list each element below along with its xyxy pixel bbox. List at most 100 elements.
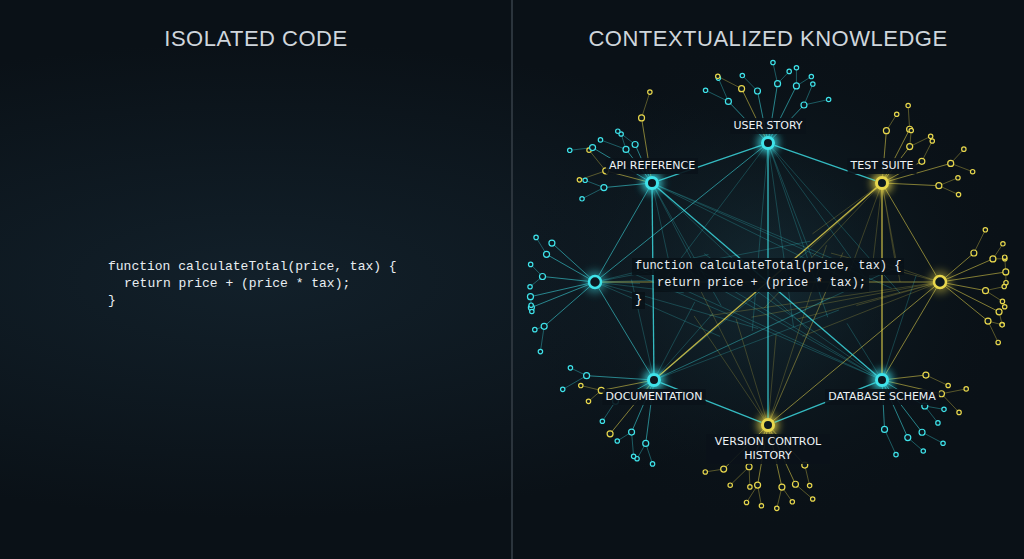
branch-line xyxy=(752,143,768,331)
hub-node: DOCUMENTATION xyxy=(647,373,661,387)
leaf-dot xyxy=(990,256,996,262)
code-line: return price + (price * tax); xyxy=(124,275,350,292)
leaf-dot xyxy=(561,387,565,391)
branch-line xyxy=(804,99,829,105)
leaf-dot xyxy=(779,484,785,490)
leaf-dot xyxy=(882,426,888,432)
leaf-dot xyxy=(746,464,752,470)
hub-node: DATABASE SCHEMA xyxy=(875,373,889,387)
leaf-dot xyxy=(1001,242,1005,246)
branch-line xyxy=(730,467,749,485)
leaf-dot xyxy=(895,112,899,116)
branch-line xyxy=(632,432,634,456)
glow-halo xyxy=(518,32,1018,532)
leaf-dot xyxy=(938,391,944,397)
hub-node: TEST SUITE xyxy=(875,176,889,190)
leaf-dot xyxy=(996,309,1002,315)
leaf-dot xyxy=(754,88,760,94)
network-link xyxy=(881,190,882,373)
branch-line xyxy=(652,183,807,329)
leaf-dot xyxy=(996,340,1000,344)
leaf-dot xyxy=(946,383,950,387)
branch-line xyxy=(582,188,604,199)
leaf-dot xyxy=(1003,255,1007,259)
code-line: return price + (price * tax); xyxy=(654,275,869,292)
leaf-dot xyxy=(601,185,607,191)
branch-line xyxy=(941,394,959,413)
leaf-dot xyxy=(794,66,798,70)
branch-line xyxy=(706,90,729,101)
leaf-dot xyxy=(1003,305,1007,309)
leaf-dot xyxy=(1000,323,1004,327)
leaf-dot xyxy=(615,439,619,443)
leaf-dot xyxy=(907,126,913,132)
leaf-dot xyxy=(809,74,813,78)
branch-line xyxy=(600,140,626,149)
branch-line xyxy=(654,264,903,380)
leaf-dot xyxy=(534,235,538,239)
leaf-dot xyxy=(787,69,791,73)
leaf-dot xyxy=(936,183,942,189)
leaf-dot xyxy=(600,419,604,423)
leaf-dot xyxy=(643,440,649,446)
leaf-dot xyxy=(941,441,945,445)
leaf-dot xyxy=(529,303,533,307)
branch-line xyxy=(926,375,948,385)
leaf-dot xyxy=(801,102,807,108)
leaf-dot xyxy=(632,142,638,148)
leaf-dot xyxy=(528,262,532,266)
leaf-dot xyxy=(970,169,974,173)
branch-line xyxy=(768,143,794,327)
branch-line xyxy=(941,389,966,394)
network-branches xyxy=(527,60,1008,510)
branch-line xyxy=(595,282,654,380)
leaf-dot xyxy=(748,485,752,489)
leaf-dot xyxy=(583,178,587,182)
hub-label: API REFERENCE xyxy=(606,158,698,174)
hub-node: API REFERENCE xyxy=(645,176,659,190)
leaf-dot xyxy=(568,366,572,370)
hub-node: VERSION CONTROL HISTORY xyxy=(761,418,775,432)
hub-glow xyxy=(641,172,663,194)
branch-line xyxy=(642,92,650,118)
leaf-dot xyxy=(538,349,542,353)
leaf-dot xyxy=(807,483,811,487)
leaf-dot xyxy=(894,452,898,456)
branch-line xyxy=(974,230,985,253)
leaf-dot xyxy=(541,323,547,329)
panel-title: CONTEXTUALIZED KNOWLEDGE xyxy=(588,26,947,52)
leaf-dot xyxy=(527,294,533,300)
branch-line xyxy=(589,150,606,171)
leaf-dot xyxy=(598,138,602,142)
leaf-dot xyxy=(580,197,584,201)
leaf-dot xyxy=(810,497,814,501)
leaf-dot xyxy=(607,431,613,437)
leaf-dot xyxy=(1000,299,1004,303)
branch-line xyxy=(885,429,896,454)
hub-label: USER STORY xyxy=(730,118,805,134)
leaf-dot xyxy=(1000,322,1004,326)
leaf-dot xyxy=(590,145,596,151)
branch-line xyxy=(882,275,916,380)
code-line: function calculateTotal(price, tax) { xyxy=(108,258,397,275)
leaf-dot xyxy=(584,373,590,379)
leaf-dot xyxy=(740,73,744,77)
branch-line xyxy=(768,143,812,257)
leaf-dot xyxy=(948,160,954,166)
leaf-dot xyxy=(811,82,815,86)
leaf-dot xyxy=(623,146,629,152)
leaf-dot xyxy=(793,83,799,89)
leaf-dot xyxy=(906,103,910,107)
leaf-dot xyxy=(790,500,794,504)
leaf-dot xyxy=(909,128,913,132)
branch-line xyxy=(856,282,940,305)
branch-line xyxy=(639,269,882,380)
leaf-dot xyxy=(586,399,590,403)
leaf-dot xyxy=(716,74,720,78)
branch-line xyxy=(654,310,839,380)
leaf-dot xyxy=(549,240,555,246)
leaf-dot xyxy=(639,115,645,121)
leaf-dot xyxy=(957,410,961,414)
leaf-dot xyxy=(771,60,775,64)
